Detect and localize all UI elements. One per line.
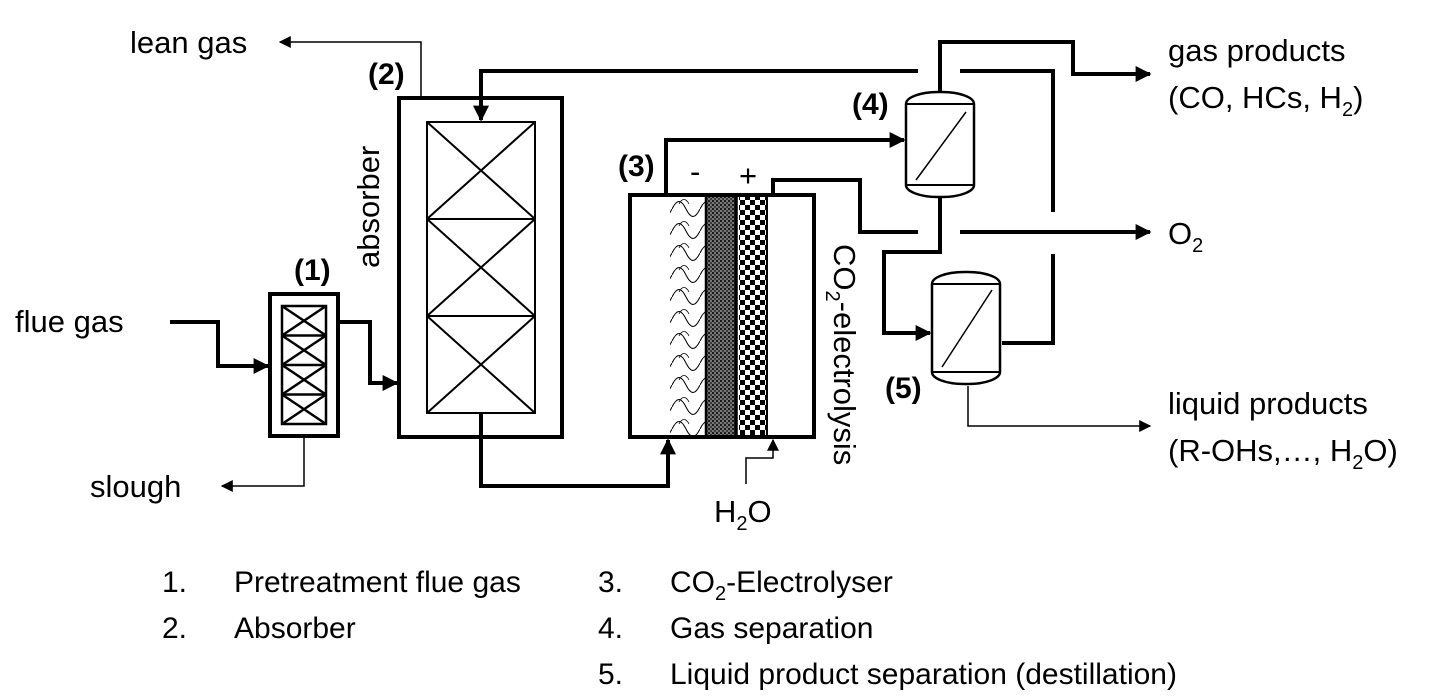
- lean-gas-label: lean gas: [130, 25, 247, 60]
- gas-products-detail-label: (CO, HCs, H2): [1168, 80, 1363, 121]
- separator-4-bypass-line: [960, 69, 1055, 212]
- legend-item-1-text: Pretreatment flue gas: [234, 566, 521, 599]
- legend-item-3-text: CO2-Electrolyser: [670, 566, 893, 605]
- pretreated-gas-line: [339, 320, 399, 391]
- gas-products-label: gas products: [1168, 33, 1346, 68]
- liquid-products-detail-label: (R-OHs,…, H2O): [1168, 433, 1398, 474]
- anode-product-line: [771, 178, 918, 234]
- legend-item-2-number: 2.: [162, 612, 187, 645]
- pretreatment-unit: [268, 292, 340, 438]
- legend-item-2-text: Absorber: [234, 612, 356, 645]
- slough-label: slough: [90, 469, 181, 504]
- rich-solvent-line: [479, 414, 676, 488]
- legend-item-5-number: 5.: [598, 658, 623, 691]
- separator-5-top-line: [1002, 254, 1055, 345]
- oxygen-label: O2: [1168, 216, 1203, 257]
- water-feed-line: [745, 438, 779, 484]
- gas-products-line: [938, 40, 1152, 91]
- cathode-minus-label: -: [690, 154, 700, 189]
- legend-item-1-number: 1.: [162, 566, 187, 599]
- legend: 1. Pretreatment flue gas 2. Absorber 3. …: [162, 566, 1177, 691]
- liquid-products-label: liquid products: [1168, 386, 1368, 421]
- legend-item-4-number: 4.: [598, 612, 623, 645]
- unit-3-tag: (3): [618, 150, 655, 183]
- slough-line: [220, 437, 305, 492]
- legend-item-4-text: Gas separation: [670, 612, 873, 645]
- flue-gas-feed-line: [170, 320, 270, 374]
- unit-5-tag: (5): [885, 372, 922, 405]
- lean-gas-line: [278, 36, 422, 97]
- absorber-label: absorber: [351, 146, 386, 268]
- gas-separator: [904, 90, 976, 199]
- recycle-line: [473, 69, 918, 122]
- separator-4-bottom-line: [882, 198, 942, 341]
- unit-1-tag: (1): [294, 254, 331, 287]
- legend-item-3-number: 3.: [598, 566, 623, 599]
- water-label: H2O: [714, 494, 772, 535]
- unit-4-tag: (4): [852, 88, 889, 121]
- unit-2-tag: (2): [368, 58, 405, 91]
- legend-item-5-text: Liquid product separation (destillation): [670, 658, 1177, 691]
- co2-electrolyser: [628, 193, 816, 439]
- cathode-product-line: [664, 132, 906, 194]
- anode-plus-label: +: [739, 158, 757, 193]
- flue-gas-label: flue gas: [15, 304, 124, 339]
- liquid-separator: [930, 270, 1002, 386]
- electrolysis-label: CO2-electrolysis: [821, 244, 862, 465]
- liquid-products-line: [967, 386, 1152, 432]
- absorber-column: [397, 96, 564, 439]
